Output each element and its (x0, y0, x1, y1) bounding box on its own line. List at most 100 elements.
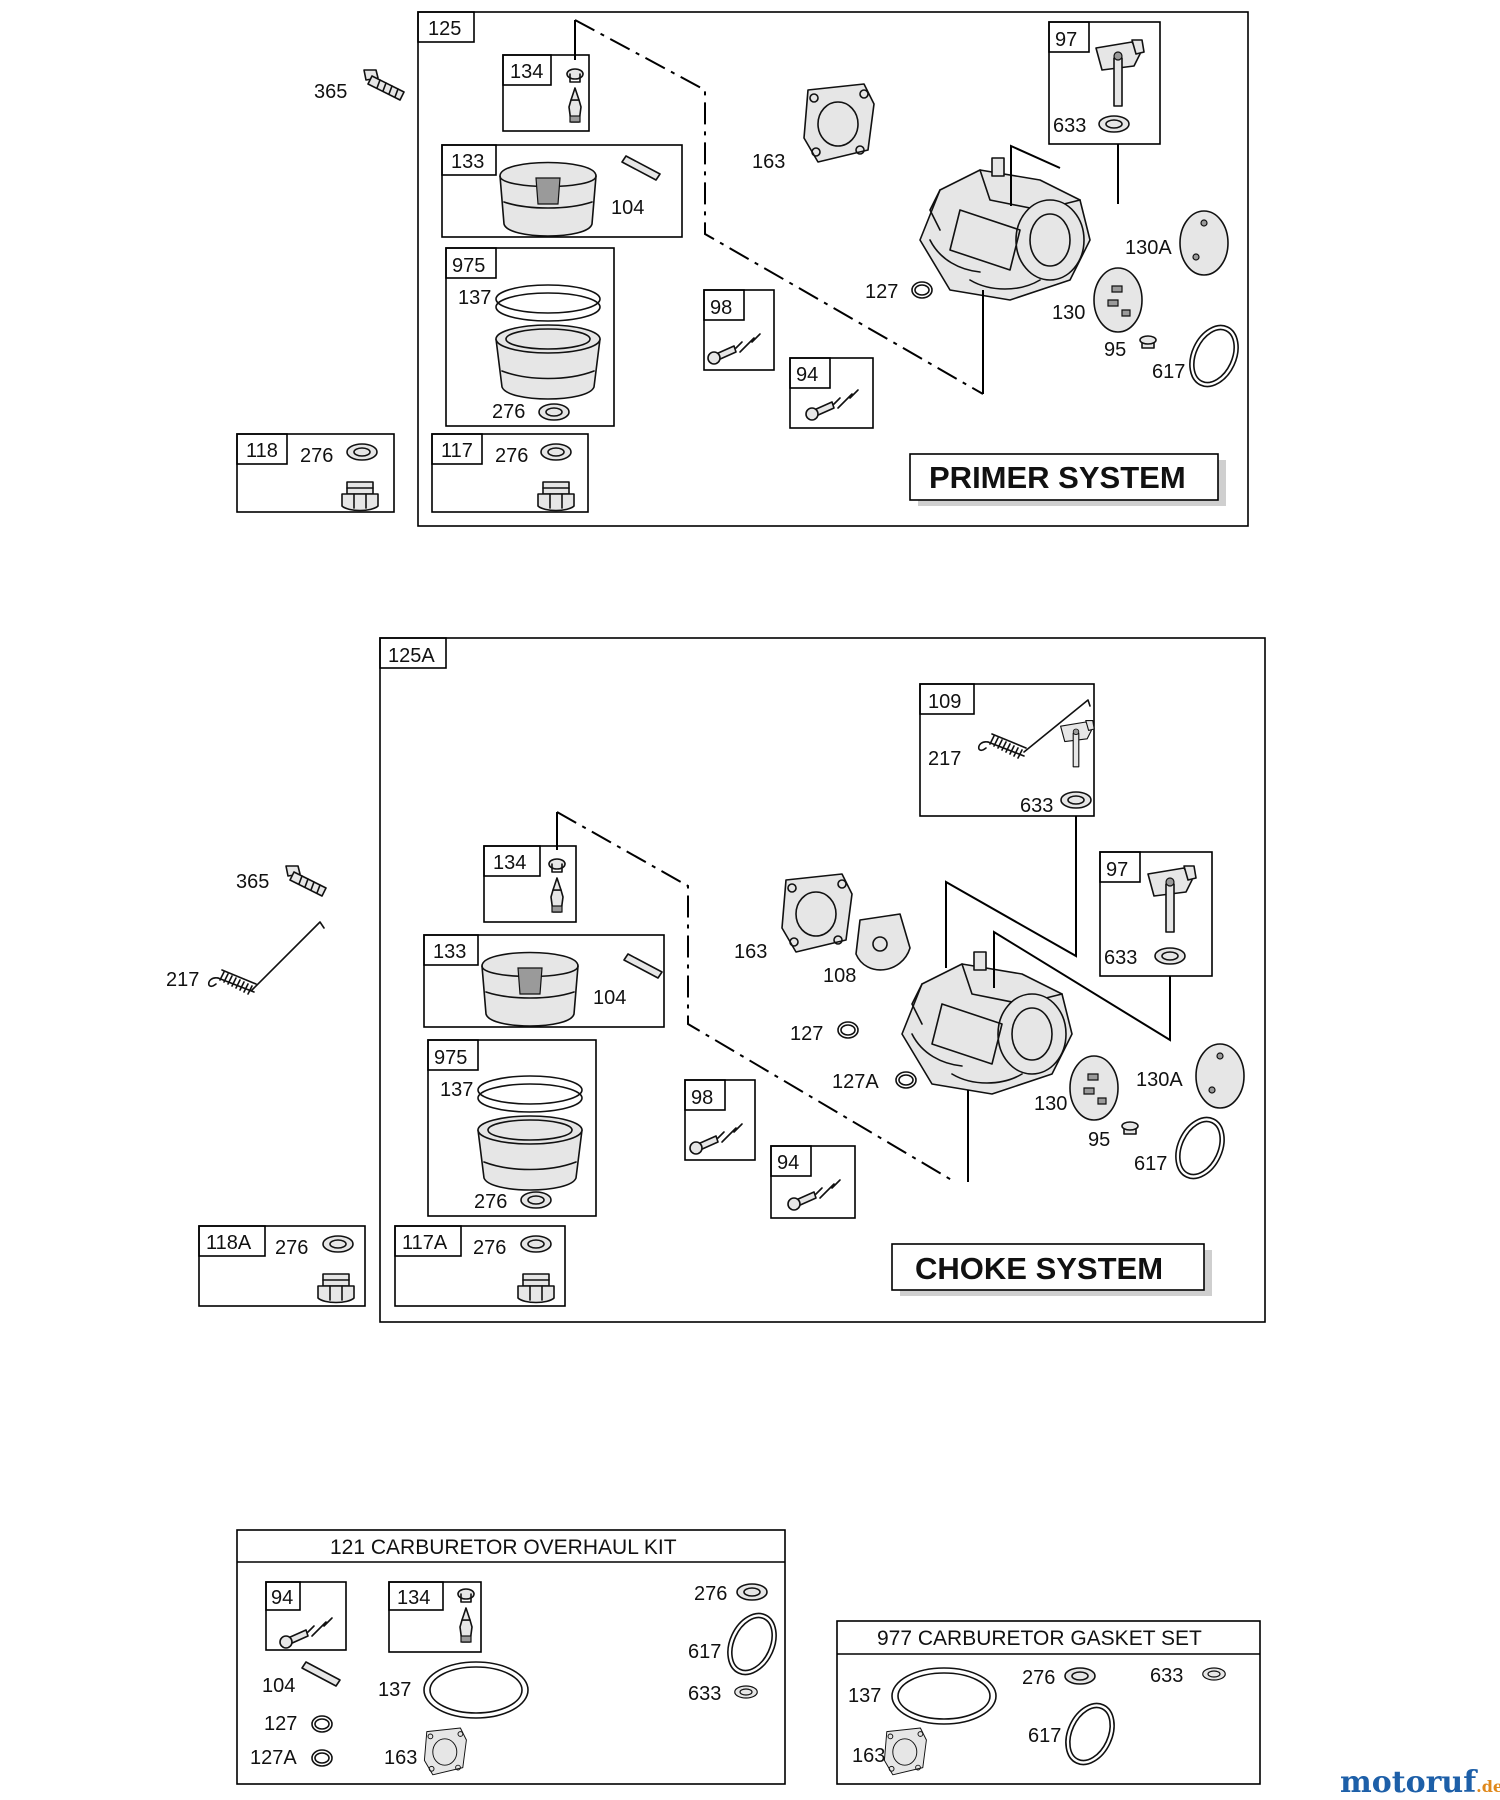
kit-seal-633-icon (734, 1685, 758, 1699)
throttle-shaft-choke-icon (1147, 865, 1197, 933)
kit-oring-617-icon (717, 1604, 787, 1684)
primer-box-975 (445, 247, 615, 427)
primer-label-276-118: 276 (300, 445, 333, 467)
choke-label-217-box: 217 (928, 748, 961, 770)
choke-label-117A: 117A (402, 1232, 448, 1254)
choke-label-95: 95 (1088, 1129, 1110, 1151)
choke-seal-icon (1060, 791, 1092, 809)
washer-117A-icon (520, 1235, 552, 1253)
overhaul-kit-frame (236, 1529, 786, 1785)
kit-mixture-screw-icon (279, 1617, 333, 1649)
primer-label-95: 95 (1104, 339, 1126, 361)
primer-leader-shaft (1010, 144, 1119, 206)
choke-system-panel: 125A 109 217 633 97 633 365 217 134 133 … (166, 637, 1266, 1323)
kit-label-104: 104 (262, 1675, 295, 1697)
primer-box-117 (431, 433, 589, 513)
float-bowl-choke-icon (477, 1075, 583, 1191)
throttle-shaft-icon (1095, 39, 1145, 107)
fuel-fitting-choke-icon (285, 865, 327, 897)
gasket-bowl-ring-icon (891, 1667, 997, 1725)
gasket-oring-617-icon (1055, 1694, 1125, 1774)
primer-label-276-117: 276 (495, 445, 528, 467)
gasket-set-frame (836, 1620, 1261, 1785)
washer-118-icon (346, 443, 378, 461)
primer-label-97: 97 (1055, 29, 1077, 51)
choke-label-104: 104 (593, 987, 626, 1009)
carb-gasket-choke-icon (781, 873, 853, 953)
choke-label-118A: 118A (206, 1232, 252, 1254)
primer-assembly-tag (417, 11, 475, 43)
kit-needle-icon (457, 1588, 475, 1643)
kit-label-127: 127 (264, 1713, 297, 1735)
choke-label-365: 365 (236, 871, 269, 893)
kit-label-633: 633 (688, 1683, 721, 1705)
gasket-carb-gasket-icon (883, 1727, 927, 1776)
primer-leader-needle (574, 19, 984, 395)
choke-label-633-box109: 633 (1020, 795, 1053, 817)
oring-617-choke-icon (1165, 1108, 1235, 1188)
primer-label-104: 104 (611, 197, 644, 219)
choke-label-94: 94 (777, 1152, 799, 1174)
choke-title-box (891, 1243, 1205, 1291)
choke-label-134: 134 (493, 852, 526, 874)
oring-617-icon (1179, 316, 1249, 396)
kit-label-163: 163 (384, 1747, 417, 1769)
primer-label-617: 617 (1152, 361, 1185, 383)
choke-label-633-box97: 633 (1104, 947, 1137, 969)
primer-label-134: 134 (510, 61, 543, 83)
primer-label-137: 137 (458, 287, 491, 309)
diaphragm-130A-choke-icon (1195, 1043, 1245, 1109)
washer-117-icon (540, 443, 572, 461)
float-bowl-icon (495, 284, 601, 400)
primer-title-box (909, 453, 1219, 501)
choke-label-97: 97 (1106, 859, 1128, 881)
kit-pin-icon (301, 1661, 341, 1687)
governor-spring-outside-icon (207, 969, 257, 995)
float-pin-choke-icon (623, 953, 663, 979)
mixture-screw-choke-icon (787, 1179, 841, 1211)
choke-label-127: 127 (790, 1023, 823, 1045)
primer-label-117: 117 (441, 440, 473, 462)
primer-label-365: 365 (314, 81, 347, 103)
choke-label-975: 975 (434, 1047, 467, 1069)
choke-label-98: 98 (691, 1087, 713, 1109)
kit-label-276: 276 (694, 1583, 727, 1605)
carburetor-body-icon (919, 157, 1091, 301)
throttle-seal-icon (1154, 947, 1186, 965)
primer-system-panel: 125 134 133 104 975 137 276 118 276 117 … (236, 11, 1249, 527)
gasket-label-633: 633 (1150, 1665, 1183, 1687)
primer-diaphragm-icon (1093, 267, 1143, 333)
bowl-nut-117-icon (537, 481, 575, 512)
gasket-label-617: 617 (1028, 1725, 1061, 1747)
brand-watermark: motoruf.de (1340, 1765, 1500, 1800)
primer-box-97 (1048, 21, 1161, 145)
choke-leader-97 (993, 930, 1171, 1042)
kit-oring-127A-icon (311, 1749, 333, 1767)
primer-box-133 (441, 144, 683, 238)
shaft-seal-icon (1098, 115, 1130, 133)
choke-box-133 (423, 934, 665, 1028)
choke-label-108: 108 (823, 965, 856, 987)
washer-118A-icon (322, 1235, 354, 1253)
choke-leader-needle (556, 811, 956, 1183)
choke-shaft-icon (1060, 720, 1095, 768)
choke-box-97 (1099, 851, 1213, 977)
kit-carb-gasket-icon (423, 1727, 467, 1776)
diaphragm-cover-icon (1179, 210, 1229, 276)
cover-screw-choke-icon (1121, 1121, 1139, 1135)
overhaul-kit-panel: 121 CARBURETOR OVERHAUL KIT 94 134 104 1… (236, 1529, 787, 1785)
choke-frame (379, 637, 1266, 1323)
kit-bowl-gasket-icon (423, 1661, 529, 1719)
primer-label-133: 133 (451, 151, 484, 173)
primer-label-127: 127 (865, 281, 898, 303)
bowl-nut-118-icon (341, 481, 379, 512)
carburetor-body-choke-icon (901, 951, 1073, 1095)
gasket-set-title: 977 CARBURETOR GASKET SET (877, 1627, 1202, 1650)
float-choke-icon (481, 951, 579, 1027)
svg-text:motoruf.de: motoruf.de (1340, 1765, 1500, 1800)
brand-name: motoruf (1340, 1765, 1478, 1800)
primer-label-163: 163 (752, 151, 785, 173)
choke-plate-icon (855, 913, 911, 971)
primer-label-98: 98 (710, 297, 732, 319)
